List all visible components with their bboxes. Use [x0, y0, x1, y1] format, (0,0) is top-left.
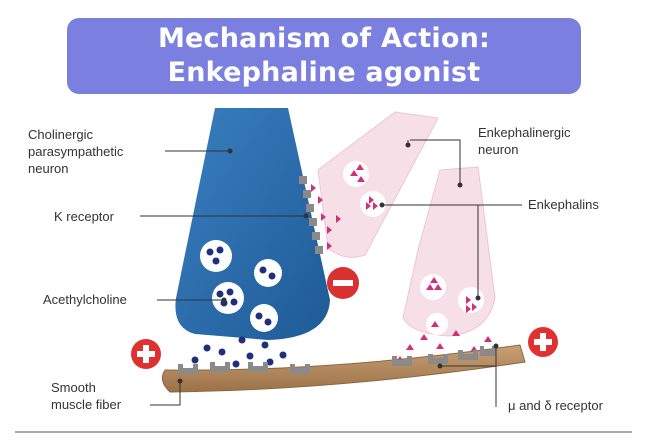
title-banner: Mechanism of Action: Enkephaline agonist [67, 18, 581, 94]
label-mu-delta-receptor: μ and δ receptor [508, 398, 603, 413]
label-cholinergic-neuron: Cholinergic parasympathetic neuron [28, 126, 123, 177]
kappa-receptors [299, 176, 323, 254]
muscarinic-receptors [178, 362, 310, 374]
plus-sign-icon [131, 339, 161, 369]
label-kappa-receptor: Κ receptor [54, 209, 114, 224]
enkephalin-molecules [311, 164, 492, 362]
label-enkephalins: Enkephalins [528, 197, 599, 212]
minus-sign-icon [327, 267, 359, 299]
label-acetylcholine: Acethylcholine [43, 292, 127, 307]
label-line: muscle fiber [51, 397, 122, 412]
acetylcholine-vesicles [200, 240, 282, 332]
label-enkephalinergic-neuron: Enkephalinergic neuron [478, 124, 571, 158]
title-line-2: Enkephaline agonist [167, 57, 481, 88]
label-line: parasympathetic [28, 144, 124, 159]
enkephalinergic-neuron-terminal [402, 166, 496, 337]
label-line: neuron [478, 142, 519, 157]
leader-lines [140, 139, 522, 407]
enkephalinergic-neuron-upper [317, 111, 439, 258]
cholinergic-neuron [175, 108, 330, 340]
title-line-1: Mechanism of Action: [157, 23, 491, 54]
label-line: Cholinergic [28, 127, 94, 142]
plus-sign-icon-right [528, 327, 558, 357]
mu-delta-receptors [392, 346, 496, 366]
label-smooth-muscle-fiber: Smooth muscle fiber [51, 379, 121, 413]
label-line: neuron [28, 161, 69, 176]
label-line: Enkephalinergic [478, 125, 571, 140]
label-line: Smooth [51, 380, 96, 395]
